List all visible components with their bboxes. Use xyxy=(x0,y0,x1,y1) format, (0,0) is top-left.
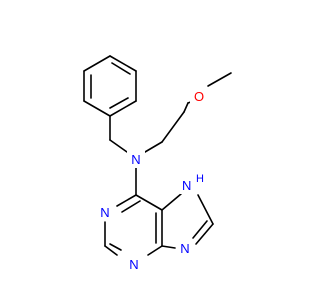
benzene-ring xyxy=(83,55,137,117)
atom-label: N xyxy=(180,241,189,256)
double-bond-inner xyxy=(192,220,208,239)
bond xyxy=(109,100,137,117)
bond xyxy=(195,223,214,245)
bond xyxy=(83,100,111,117)
atom-label: O xyxy=(194,89,204,104)
bond xyxy=(109,55,137,72)
atom-nitrogen-n1: N xyxy=(96,203,114,221)
atom-nitrogen-n3: N xyxy=(125,255,143,273)
double-bond-inner xyxy=(111,62,131,75)
pyrimidine-ring xyxy=(104,194,163,256)
imidazole-ring xyxy=(161,193,214,249)
atom-label-n: N xyxy=(182,178,191,193)
atom-label: N xyxy=(131,152,140,167)
double-bond-outer xyxy=(121,200,141,213)
bond xyxy=(144,141,163,153)
atom-nitrogen-amine: N xyxy=(127,150,145,168)
atom-label-h: H xyxy=(196,173,204,185)
atom-label: N xyxy=(100,205,109,220)
atom-label: N xyxy=(129,257,138,272)
bond xyxy=(116,194,137,207)
bond xyxy=(147,245,163,256)
bond xyxy=(183,102,189,113)
methoxyethyl-chain xyxy=(144,72,232,153)
bond xyxy=(207,72,232,87)
atom-oxygen: O xyxy=(190,87,208,105)
benzyl-linker xyxy=(109,115,128,153)
bond xyxy=(83,55,111,72)
molecule-structure-drawing: O N N N N H N xyxy=(83,55,232,273)
atom-nitrogen-n9: N xyxy=(176,239,194,257)
bond xyxy=(104,245,118,256)
atom-nitrogen-n7-h: N H xyxy=(180,173,204,194)
double-bond-inner xyxy=(109,97,129,109)
bond xyxy=(161,111,185,143)
double-bond-inner xyxy=(109,243,122,251)
bond xyxy=(161,245,176,249)
bond xyxy=(161,193,182,211)
bond xyxy=(197,194,214,225)
bond xyxy=(109,139,128,153)
bond xyxy=(135,194,163,211)
